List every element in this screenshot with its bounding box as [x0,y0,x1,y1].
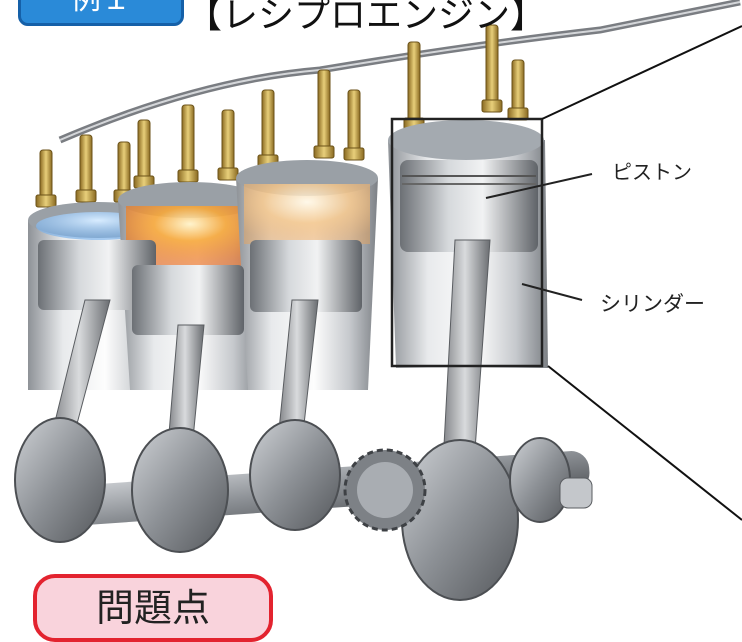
zoom-line-bottom [547,365,742,521]
cylinder-label: シリンダー [600,292,705,316]
crankshaft-icon [14,417,593,601]
example-badge: 例１ [18,0,184,26]
highlight-box [390,117,544,368]
engine-illustration [14,0,742,601]
page-title: 【レシプロエンジン】 [186,0,547,36]
piston-label: ピストン [612,160,692,184]
gear-icon [343,448,427,532]
piston-leader [485,173,593,199]
problem-badge: 問題点 [33,574,273,642]
cylinder-leader [521,283,583,301]
piston-icon [38,160,538,335]
zoom-line-top [541,25,742,120]
